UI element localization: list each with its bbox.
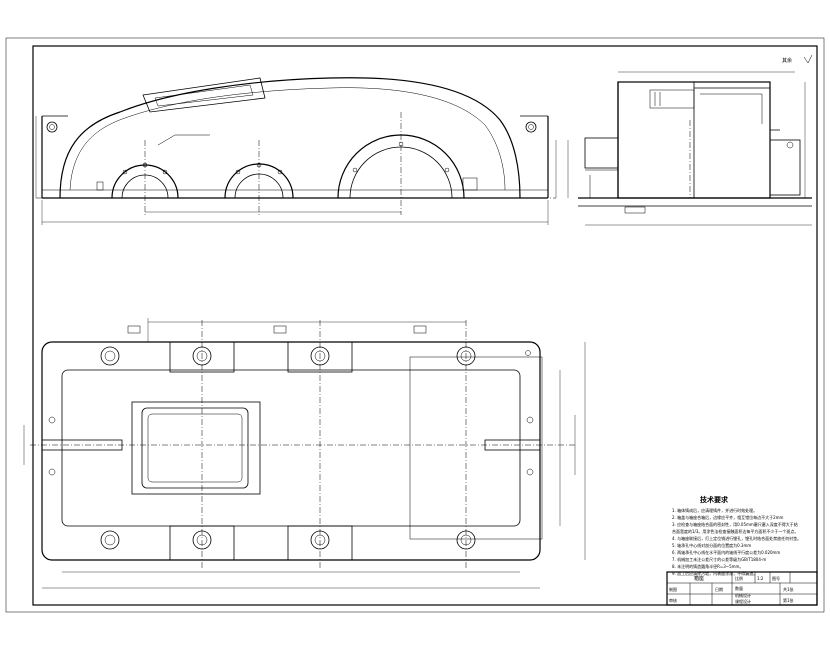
tech-note-2: 2. 箱盖与箱座合箱后，边缘应平齐，相互错位每边不大于2mm bbox=[672, 514, 784, 520]
tech-note-9: 8. 未注明的铸造圆角半径R=3~5mm。 bbox=[672, 563, 743, 569]
tech-note-3: 3. 应检查与箱座结合面的密封性，用0.05mm塞尺塞入深度不得大于结 bbox=[672, 521, 798, 527]
outer-frame bbox=[5, 37, 825, 613]
tech-note-10: 9. 加工后应清除污垢，内表面涂漆，不得漏油。 bbox=[672, 570, 757, 576]
scale-value: 1:2 bbox=[757, 576, 764, 581]
scale-label: 比例 bbox=[735, 575, 743, 581]
roughness-icon bbox=[803, 54, 813, 64]
qty-label: 数量 bbox=[735, 585, 743, 591]
top-view bbox=[23, 318, 586, 589]
course-label: 课程设计 bbox=[735, 598, 751, 604]
title-block: 箱座 比例 1:2 图号 数量 制图 审核 日期 机械设计 课程设计 共1张 第… bbox=[666, 571, 818, 606]
drawn-label: 制图 bbox=[669, 586, 677, 592]
technical-requirements: 技术要求 1. 箱体铸成后，应清理铸件，并进行时效处理。 2. 箱盖与箱座合箱后… bbox=[672, 495, 801, 576]
side-view bbox=[567, 71, 812, 226]
front-view bbox=[35, 77, 557, 225]
tech-note-6: 5. 轴承孔中心线对剖分面的位置度为0.3mm bbox=[672, 542, 751, 548]
tech-note-5: 4. 与箱座联接后，打上定位销进行镗孔，镗孔时结合面处禁放任何衬垫。 bbox=[672, 535, 801, 541]
tech-note-1: 1. 箱体铸成后，应清理铸件，并进行时效处理。 bbox=[672, 507, 757, 513]
sheet-total: 共1张 bbox=[783, 586, 794, 592]
tech-note-8: 7. 机械加工未注公差尺寸的公差等级为GB/T1804-m bbox=[672, 556, 766, 562]
part-name: 箱座 bbox=[694, 575, 704, 582]
sheet-number-label: 图号 bbox=[772, 575, 780, 581]
tech-req-title: 技术要求 bbox=[700, 495, 729, 504]
tech-note-7: 6. 两轴承孔中心线在水平面内的轴线平行度公差为0.020mm bbox=[672, 549, 780, 555]
sheet-current: 第1张 bbox=[783, 597, 794, 603]
tech-note-4: 合面宽度的1/3。用涂色法检查接触面积达每平方面积不少于一个斑点。 bbox=[672, 528, 798, 534]
roughness-label: 其余 bbox=[782, 57, 792, 64]
checked-label: 审核 bbox=[669, 597, 677, 603]
inner-frame bbox=[32, 45, 818, 606]
school-label: 机械设计 bbox=[735, 592, 751, 598]
roughness-note: 其余 bbox=[782, 54, 813, 64]
date-label: 日期 bbox=[715, 586, 723, 592]
